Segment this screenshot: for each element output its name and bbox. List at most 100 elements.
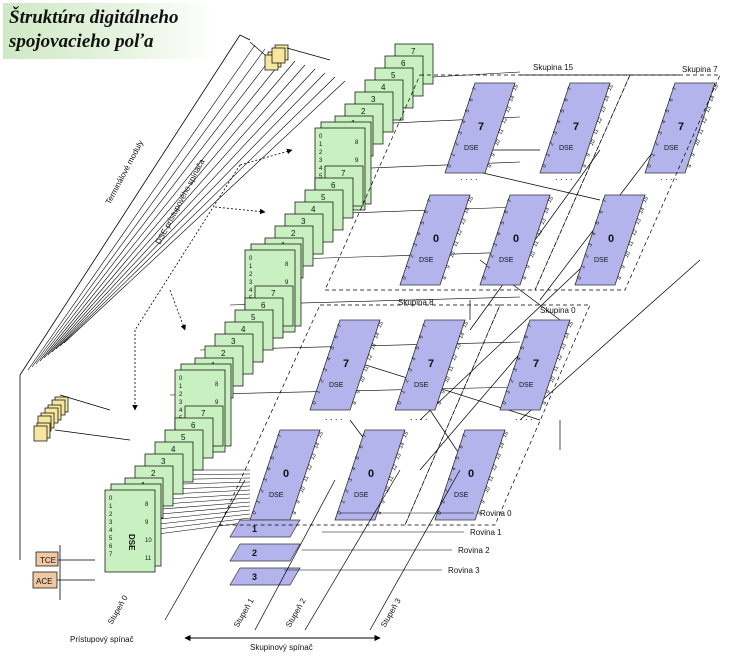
dse-port-right: 14 <box>398 442 406 450</box>
fan-line <box>149 521 251 536</box>
dse-port-left: 6 <box>668 97 675 103</box>
access-port-label-left: 0 <box>179 376 183 382</box>
row-ellipsis: . . . . <box>460 172 478 182</box>
ace-label: ACE <box>36 577 52 586</box>
stage-divider-line <box>254 479 336 631</box>
dse-port-left: 2 <box>409 253 416 259</box>
dse-port-left: 0 <box>577 275 584 281</box>
dse-port-left: 4 <box>266 466 273 472</box>
access-card-number: 7 <box>341 169 346 178</box>
dse-port-right: 13 <box>395 453 403 461</box>
terminal-module <box>33 422 51 442</box>
dse-port-left: 5 <box>595 220 602 226</box>
dse-group-number: 7 <box>533 358 539 370</box>
dse-port-right: 12 <box>596 117 604 125</box>
dse-port-left: 0 <box>397 400 404 406</box>
dse-group8-row7-shape <box>309 319 381 411</box>
dse-port-left: 7 <box>462 433 469 439</box>
fan-line <box>149 513 251 526</box>
dse-port-left: 6 <box>468 97 475 103</box>
dse-port-left: 2 <box>444 488 451 494</box>
dse-port-right: 9 <box>585 152 592 158</box>
dse-port-left: 6 <box>273 444 280 450</box>
dse-group7-row7-shape <box>644 82 716 174</box>
dse-port-left: 5 <box>560 108 567 114</box>
dse-port-right: 13 <box>600 106 608 114</box>
dse-port-right: 8 <box>617 275 624 281</box>
dse-port-left: 3 <box>412 242 419 248</box>
dse-port-left: 4 <box>451 466 458 472</box>
group-interconnect-line <box>469 169 601 201</box>
dse-port-left: 6 <box>458 444 465 450</box>
terminal-module-front <box>271 47 286 64</box>
access-front-card <box>104 489 156 573</box>
dse-port-left: 3 <box>657 130 664 136</box>
dse-group-number: 7 <box>573 121 579 133</box>
plane-stack-number: 2 <box>252 548 257 558</box>
dse-group8-row7-shape <box>394 319 466 411</box>
tce-label: TCE <box>40 556 56 565</box>
access-port-label-right: 11 <box>145 556 152 562</box>
dse-port-right: 9 <box>440 389 447 395</box>
access-port-label-left: 0 <box>319 134 323 140</box>
dse-port-left: 1 <box>405 264 412 270</box>
dse-port-left: 5 <box>500 220 507 226</box>
dse-port-left: 2 <box>509 378 516 384</box>
dse-port-right: 14 <box>458 332 466 340</box>
module-bus-line <box>27 44 256 371</box>
dse-port-left: 7 <box>277 433 284 439</box>
dse-port-left: 1 <box>340 499 347 505</box>
dse-port-left: 2 <box>489 253 496 259</box>
dse-port-left: 5 <box>415 345 422 351</box>
access-card-number: 3 <box>301 217 306 226</box>
dse-port-left: 7 <box>362 433 369 439</box>
dse-card-label: DSE <box>414 382 429 389</box>
module-bus-line <box>47 64 306 356</box>
dse-port-right: 11 <box>302 475 310 483</box>
row-ellipsis: . . . . <box>410 412 428 422</box>
dse-port-left: 0 <box>482 275 489 281</box>
dse-group-number: 0 <box>368 468 374 480</box>
dse-group7-row0-shape <box>574 194 646 286</box>
dse-port-right: 15 <box>467 196 475 204</box>
dse-port-right: 10 <box>624 251 632 259</box>
dse-port-right: 9 <box>490 152 497 158</box>
dse-port-left: 7 <box>672 86 679 92</box>
dse-port-left: 7 <box>507 198 514 204</box>
dse-port-left: 5 <box>465 108 472 114</box>
dse-port-left: 3 <box>492 242 499 248</box>
dse-port-left: 1 <box>440 499 447 505</box>
dse-port-left: 4 <box>411 356 418 362</box>
dse-port-right: 14 <box>708 95 716 103</box>
dse-port-left: 7 <box>527 323 534 329</box>
dse-port-right: 12 <box>451 354 459 362</box>
dse-card-label: DSE <box>559 145 574 152</box>
stage-label: Stupeň 3 <box>379 596 403 629</box>
dse-port-right: 11 <box>497 128 505 136</box>
access-card-number: 6 <box>401 59 406 68</box>
module-link <box>286 47 331 61</box>
dse-group15-row0-shape <box>399 194 471 286</box>
dse-group15-row7-shape <box>539 82 611 174</box>
stage-label: Stupeň 1 <box>232 596 256 629</box>
module-bus-line <box>51 68 316 353</box>
callout-arrow <box>214 206 266 215</box>
dse-port-left: 0 <box>502 400 509 406</box>
dse-card-label: DSE <box>354 492 369 499</box>
dse-port-left: 4 <box>461 119 468 125</box>
title-line-2: spojovacieho poľa <box>9 31 154 52</box>
dse-port-left: 1 <box>255 499 262 505</box>
access-port-label-right: 9 <box>285 280 289 286</box>
dse-port-left: 1 <box>545 152 552 158</box>
dse-port-left: 5 <box>665 108 672 114</box>
access-card-number: 6 <box>191 421 196 430</box>
dse-group-number: 0 <box>283 468 289 480</box>
plane-label: Rovina 0 <box>480 509 512 518</box>
dse-port-left: 7 <box>602 198 609 204</box>
dse-port-right: 8 <box>582 163 589 169</box>
access-port-label-left: 3 <box>319 158 323 164</box>
access-card-number: 3 <box>371 95 376 104</box>
dse-port-left: 7 <box>337 323 344 329</box>
dse-port-right: 11 <box>452 240 460 248</box>
